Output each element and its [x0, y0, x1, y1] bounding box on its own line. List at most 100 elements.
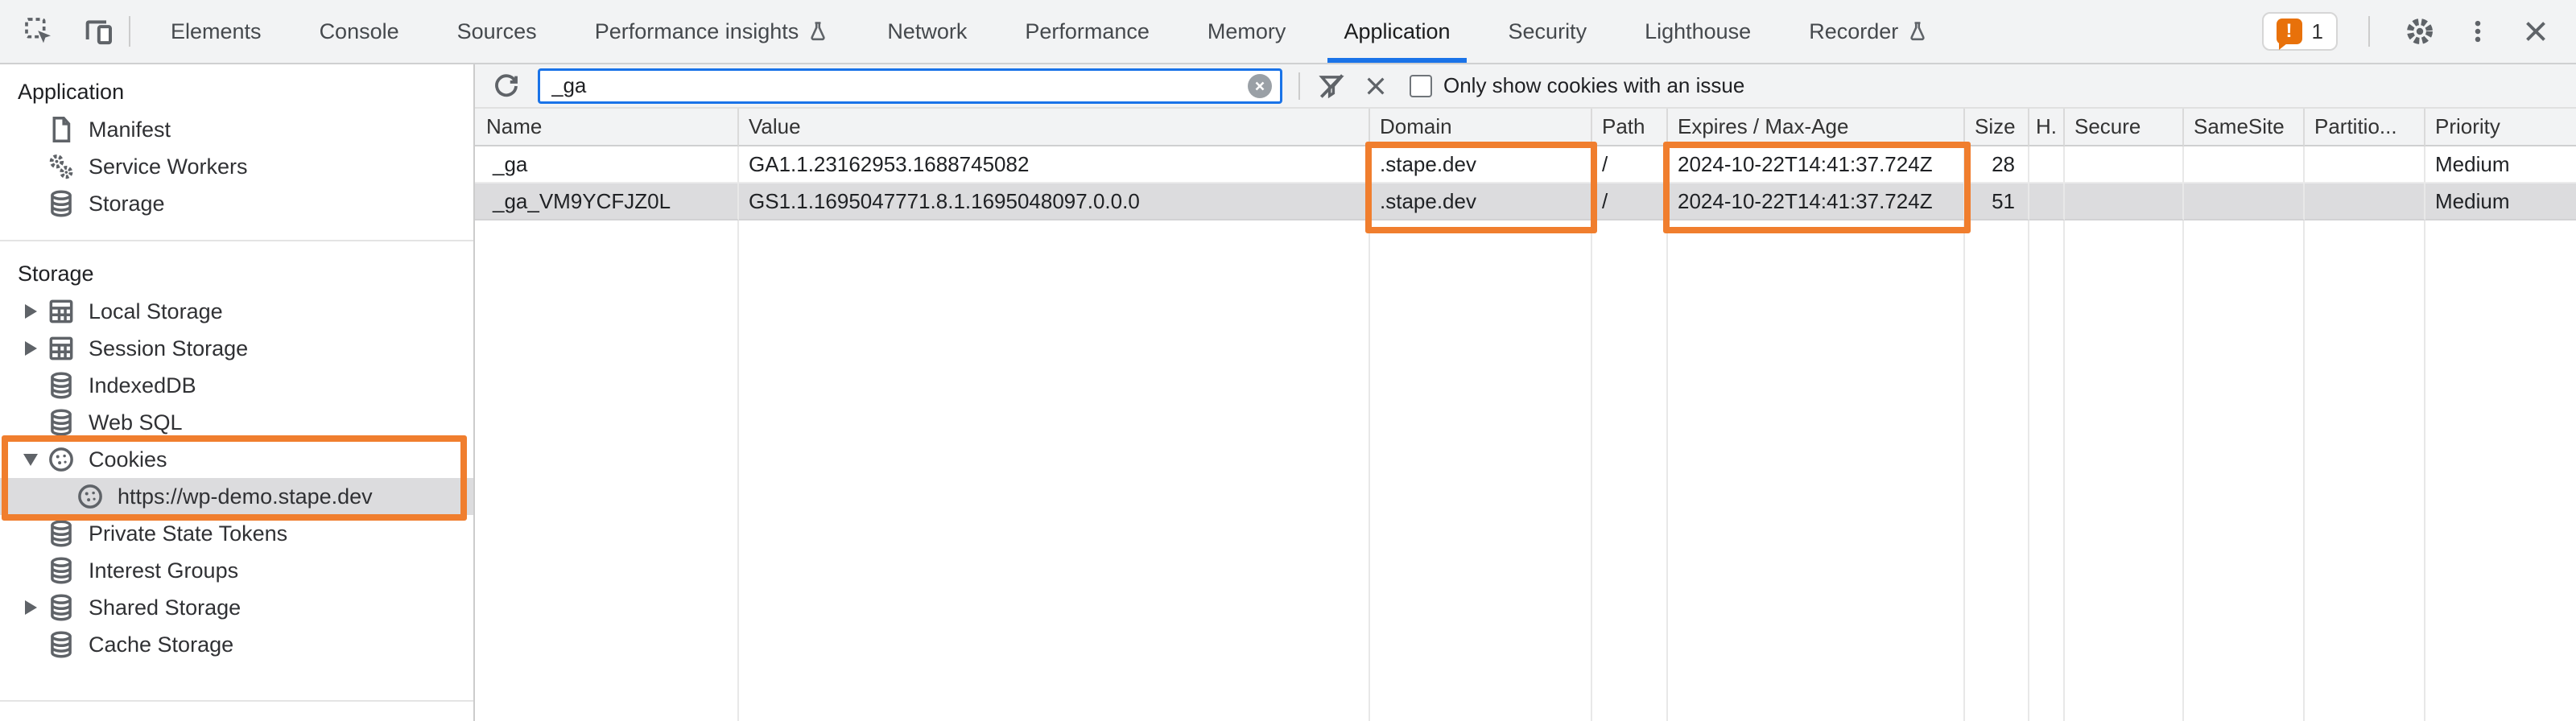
database-icon: [45, 554, 77, 587]
table-icon: [45, 295, 77, 328]
cell-name[interactable]: _ga_VM9YCFJZ0L: [475, 183, 739, 220]
sidebar-item-session-storage[interactable]: Session Storage: [0, 330, 473, 367]
cookie-icon: [74, 480, 106, 513]
filter-off-icon[interactable]: [1316, 71, 1347, 101]
tab-network[interactable]: Network: [887, 19, 968, 43]
column-header-value[interactable]: Value: [739, 109, 1370, 146]
close-icon[interactable]: [2516, 12, 2555, 51]
sidebar-item-indexeddb[interactable]: IndexedDB: [0, 367, 473, 404]
chevron-right-icon[interactable]: [24, 304, 37, 319]
column-header-size[interactable]: Size: [1965, 109, 2029, 146]
cookies-filter-bar: Only show cookies with an issue: [475, 64, 2576, 109]
database-icon: [45, 187, 77, 220]
filter-bar-separator: [1298, 72, 1300, 100]
sidebar-section-application: Application: [18, 80, 125, 104]
cell-size[interactable]: 28: [1965, 146, 2029, 183]
tab-memory[interactable]: Memory: [1207, 19, 1286, 43]
clear-icon[interactable]: [1363, 73, 1389, 99]
chevron-right-icon[interactable]: [24, 341, 37, 356]
sidebar-item-shared-storage[interactable]: Shared Storage: [0, 589, 473, 626]
database-icon: [45, 369, 77, 402]
tab-console[interactable]: Console: [319, 19, 399, 43]
flask-icon: [807, 20, 829, 43]
more-menu-icon[interactable]: [2458, 12, 2497, 51]
only-issue-cookies-checkbox[interactable]: [1410, 74, 1432, 97]
sidebar-item-manifest[interactable]: Manifest: [0, 111, 473, 148]
sidebar-item-interest-groups[interactable]: Interest Groups: [0, 552, 473, 589]
cookies-table: Name Value Domain Path Expires / Max-Age…: [475, 109, 2576, 721]
gears-icon: [45, 150, 77, 183]
cell-httponly[interactable]: [2029, 183, 2065, 220]
tab-application[interactable]: Application: [1327, 0, 1467, 63]
cell-samesite[interactable]: [2184, 146, 2305, 183]
sidebar-item-storage[interactable]: Storage: [0, 185, 473, 222]
sidebar-item-local-storage[interactable]: Local Storage: [0, 293, 473, 330]
refresh-icon[interactable]: [491, 71, 522, 101]
column-header-httponly[interactable]: H.: [2029, 109, 2065, 146]
sidebar-item-cookie-origin[interactable]: https://wp-demo.stape.dev: [0, 478, 473, 515]
cookie-search-input[interactable]: [551, 73, 1248, 98]
tab-sources[interactable]: Sources: [456, 19, 537, 43]
sidebar-item-cookies[interactable]: Cookies: [0, 441, 473, 478]
cell-secure[interactable]: [2065, 146, 2184, 183]
cell-name[interactable]: _ga: [475, 146, 739, 183]
cell-expires[interactable]: 2024-10-22T14:41:37.724Z: [1668, 146, 1965, 183]
column-header-path[interactable]: Path: [1592, 109, 1668, 146]
issues-badge[interactable]: ! 1: [2261, 12, 2338, 51]
chevron-right-icon[interactable]: [24, 600, 37, 615]
cell-secure[interactable]: [2065, 183, 2184, 220]
sidebar-item-cache-storage[interactable]: Cache Storage: [0, 626, 473, 663]
device-toolbar-icon[interactable]: [79, 12, 118, 51]
cell-partition[interactable]: [2305, 183, 2425, 220]
sidebar-divider: [0, 240, 473, 241]
application-sidebar: Application Manifest Service Workers: [0, 64, 475, 721]
flask-icon: [1906, 20, 1929, 43]
tab-performance[interactable]: Performance: [1025, 19, 1150, 43]
sidebar-item-private-state-tokens[interactable]: Private State Tokens: [0, 515, 473, 552]
sidebar-item-web-sql[interactable]: Web SQL: [0, 404, 473, 441]
tab-elements[interactable]: Elements: [171, 19, 262, 43]
column-header-priority[interactable]: Priority: [2425, 109, 2576, 146]
column-header-name[interactable]: Name: [475, 109, 739, 146]
cell-value[interactable]: GS1.1.1695047771.8.1.1695048097.0.0.0: [739, 183, 1370, 220]
cell-priority[interactable]: Medium: [2425, 146, 2576, 183]
column-header-partition[interactable]: Partitio...: [2305, 109, 2425, 146]
sidebar-section-storage: Storage: [18, 262, 94, 286]
cell-path[interactable]: /: [1592, 146, 1668, 183]
document-icon: [45, 113, 77, 146]
inspect-icon[interactable]: [19, 12, 58, 51]
cell-domain[interactable]: .stape.dev: [1370, 183, 1592, 220]
cell-expires[interactable]: 2024-10-22T14:41:37.724Z: [1668, 183, 1965, 220]
chevron-down-icon[interactable]: [23, 453, 38, 466]
database-icon: [45, 591, 77, 624]
cookies-highlight-group: Cookies https://wp-demo.stape.dev: [0, 435, 473, 521]
column-header-samesite[interactable]: SameSite: [2184, 109, 2305, 146]
clear-search-icon[interactable]: [1248, 73, 1272, 98]
cell-domain[interactable]: .stape.dev: [1370, 146, 1592, 183]
toolbar-separator: [129, 16, 130, 47]
tab-security[interactable]: Security: [1508, 19, 1587, 43]
tab-performance-insights[interactable]: Performance insights: [579, 0, 846, 63]
cell-partition[interactable]: [2305, 146, 2425, 183]
database-icon: [45, 517, 77, 550]
column-header-domain[interactable]: Domain: [1370, 109, 1592, 146]
column-header-expires[interactable]: Expires / Max-Age: [1668, 109, 1965, 146]
issue-warning-icon: !: [2276, 19, 2302, 50]
settings-gear-icon[interactable]: [2401, 12, 2439, 51]
issues-count: 1: [2311, 19, 2323, 43]
database-icon: [45, 406, 77, 439]
tab-recorder[interactable]: Recorder: [1793, 0, 1945, 63]
cell-priority[interactable]: Medium: [2425, 183, 2576, 220]
only-issue-cookies-label: Only show cookies with an issue: [1443, 73, 1745, 97]
cell-value[interactable]: GA1.1.23162953.1688745082: [739, 146, 1370, 183]
cell-path[interactable]: /: [1592, 183, 1668, 220]
cookies-panel: Only show cookies with an issue Name Val…: [475, 64, 2576, 721]
cell-httponly[interactable]: [2029, 146, 2065, 183]
column-header-secure[interactable]: Secure: [2065, 109, 2184, 146]
cell-size[interactable]: 51: [1965, 183, 2029, 220]
cookie-search-box: [538, 68, 1282, 104]
tab-lighthouse[interactable]: Lighthouse: [1645, 19, 1752, 43]
sidebar-bottom-divider: [0, 700, 473, 702]
cell-samesite[interactable]: [2184, 183, 2305, 220]
sidebar-item-service-workers[interactable]: Service Workers: [0, 148, 473, 185]
